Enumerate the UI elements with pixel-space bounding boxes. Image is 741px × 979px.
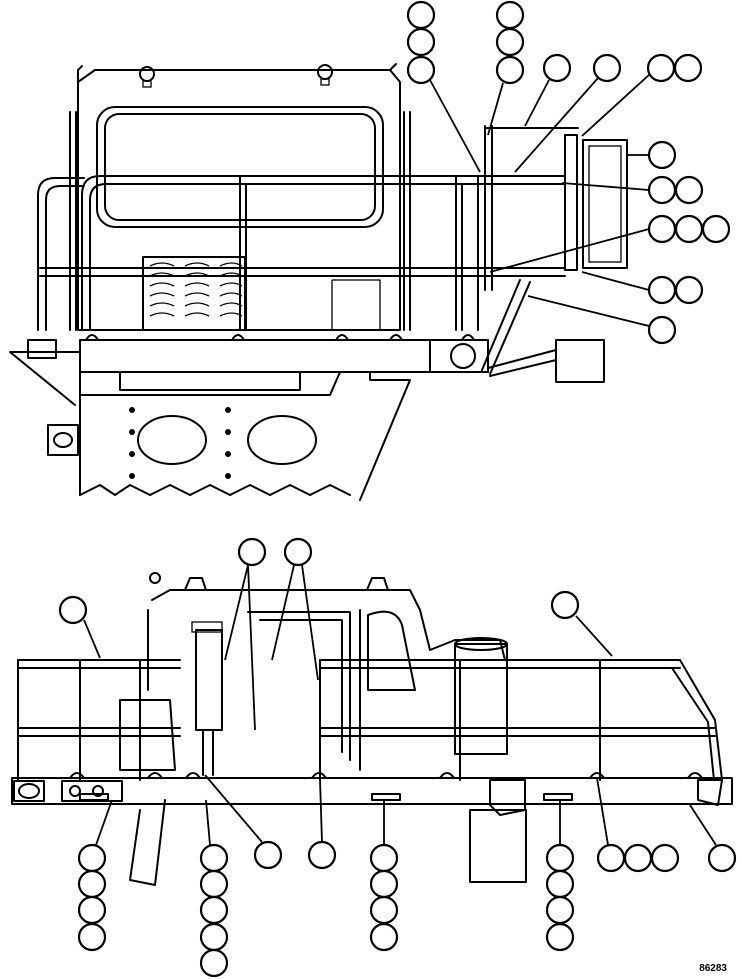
callout-balloon xyxy=(623,843,653,873)
callout-balloon xyxy=(199,895,229,925)
callout-balloon xyxy=(674,175,704,205)
callout-balloon xyxy=(307,840,337,870)
callout-balloon xyxy=(545,922,575,952)
callout-balloon xyxy=(545,843,575,873)
callout-balloon xyxy=(596,843,626,873)
callout-balloon xyxy=(674,214,704,244)
callout-balloon xyxy=(199,843,229,873)
top-view-cab-assembly xyxy=(9,63,628,501)
callout-balloon xyxy=(77,895,107,925)
callout-balloon xyxy=(646,53,676,83)
callout-balloon xyxy=(650,843,680,873)
callout-balloon xyxy=(199,948,229,978)
top-view-callouts xyxy=(406,0,731,345)
callout-balloon xyxy=(647,175,677,205)
callout-balloon xyxy=(369,869,399,899)
callout-balloon xyxy=(647,275,677,305)
callout-balloon xyxy=(592,53,622,83)
callout-balloon xyxy=(406,27,436,57)
callout-balloon xyxy=(77,922,107,952)
callout-balloon xyxy=(674,275,704,305)
callout-balloon xyxy=(369,843,399,873)
callout-balloon xyxy=(701,214,731,244)
callout-balloon xyxy=(647,214,677,244)
bottom-view-callouts xyxy=(58,537,737,978)
callout-balloon xyxy=(545,895,575,925)
callout-balloon xyxy=(673,53,703,83)
callout-balloon xyxy=(253,840,283,870)
callout-balloon xyxy=(199,922,229,952)
bottom-view-walkway-assembly xyxy=(11,572,733,886)
callout-balloon xyxy=(542,53,572,83)
callout-balloon xyxy=(77,843,107,873)
page-code: 86283 xyxy=(699,963,727,974)
callout-balloon xyxy=(406,0,436,30)
callout-balloon xyxy=(199,869,229,899)
callout-balloon xyxy=(58,595,88,625)
callout-balloon xyxy=(647,315,677,345)
callout-balloon xyxy=(545,869,575,899)
callout-balloon xyxy=(647,140,677,170)
callout-balloon xyxy=(495,0,525,30)
callout-balloon xyxy=(283,537,313,567)
callout-balloon xyxy=(495,27,525,57)
callout-balloon xyxy=(369,922,399,952)
callout-balloon xyxy=(495,55,525,85)
callout-balloon xyxy=(237,537,267,567)
callout-balloon xyxy=(406,55,436,85)
callout-balloon xyxy=(550,590,580,620)
callout-balloon xyxy=(707,843,737,873)
callout-balloon xyxy=(369,895,399,925)
callout-balloon xyxy=(77,869,107,899)
